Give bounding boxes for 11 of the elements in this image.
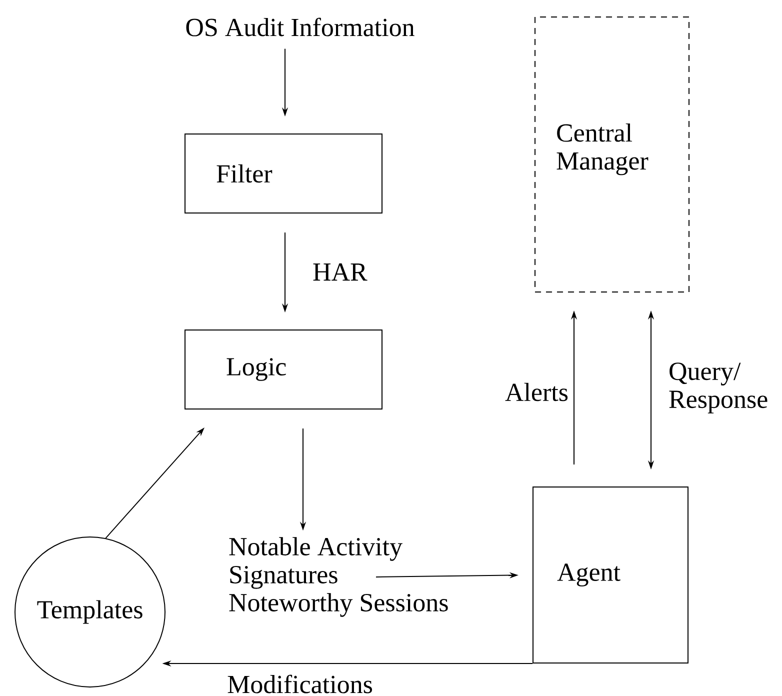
circle-node: Templates [14,536,166,688]
edge-label: Alerts [502,380,570,404]
edge-label: Query/ Response [666,360,776,416]
process-box: Agent [532,486,688,664]
process-box: Logic [184,330,382,410]
process-box: Filter [184,134,382,214]
edge-label: Modifications [225,672,375,696]
edge-label: HAR [310,261,370,283]
dashed-box: Central Manager [534,16,690,292]
text-label: OS Audit Information [186,18,414,36]
text-label: Notable Activity Signatures Noteworthy Sessions [229,537,448,617]
